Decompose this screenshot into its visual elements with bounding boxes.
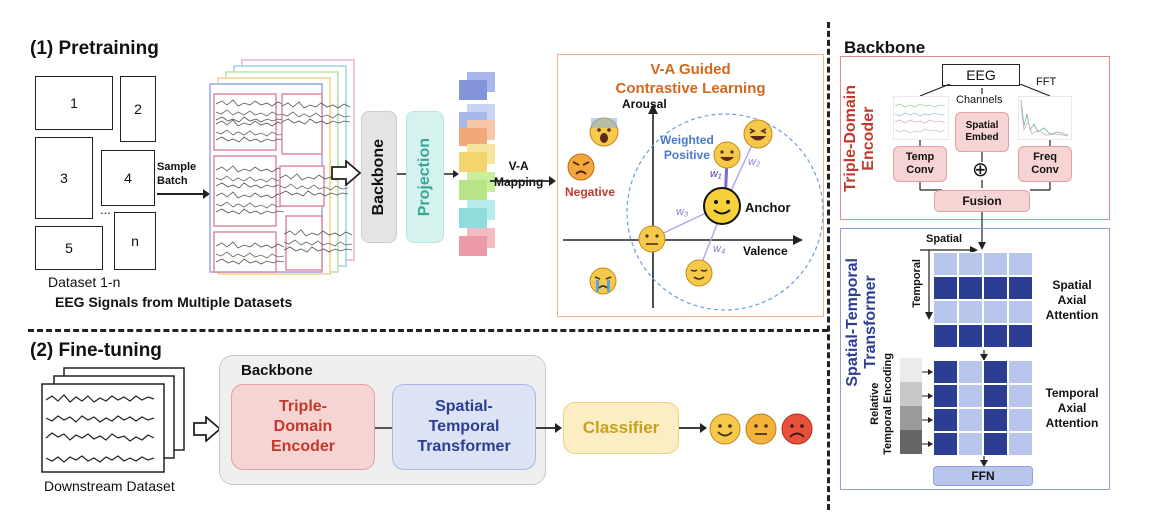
va-panel-title: V-A Guided Contrastive Learning [615,61,766,97]
weight-w2: w₂ [748,156,761,168]
frequency-domain-plot [1018,96,1072,140]
temporal-axis-label: Temporal [911,258,923,308]
temp-conv-block: Temp Conv [893,146,947,182]
va-mapping-label: V-A Mapping [494,159,544,189]
dataset-box-4: 4 [101,150,155,206]
va-mapping-arrow [490,176,556,186]
spatial-axial-attention-label: Spatial Axial Attention [1045,278,1099,322]
dataset-ellipsis: ... [100,202,111,217]
pretraining-title: (1) Pretraining [30,38,159,59]
channels-label: Channels [956,94,1003,106]
sample-batch-arrow [157,189,210,199]
sample-batch-label: Sample Batch [157,161,197,187]
pretrain-backbone-block: Backbone [361,111,397,243]
output-happy-emoji-icon [709,413,741,445]
encoder-panel-title-wrap: Triple-Domain Encoder [842,60,878,216]
relative-encoding-bars [900,358,933,454]
spatial-embed-block: Spatial Embed [955,112,1009,152]
batch-to-backbone-arrow [331,160,362,186]
classifier-block: Classifier [563,402,679,454]
encoder-to-transformer-line [375,427,393,429]
fft-label: FFT [1036,76,1057,88]
downstream-to-backbone-arrow [193,416,222,442]
downstream-dataset-label: Downstream Dataset [44,478,175,494]
temporal-attention-grid [933,360,1033,457]
backbone-panel-title: Backbone [844,38,926,57]
anchor-emoji-icon [703,187,741,225]
relieved-emoji-icon [685,259,713,287]
freq-conv-block: Freq Conv [1018,146,1072,182]
temporal-to-ffn-arrow [980,456,988,467]
spatial-to-temporal-arrow [980,350,988,361]
downstream-eeg-stack [41,367,185,473]
pretrain-backbone-label: Backbone [370,138,387,216]
dataset-box-1: 1 [35,76,113,130]
weight-w1: w₁ [710,168,722,180]
weight-w3: w₃ [676,206,689,218]
spatial-temporal-transformer-panel [840,228,1110,490]
dataset-box-n: n [114,212,156,270]
triple-domain-encoder-panel [840,56,1110,220]
finetune-transformer-block: Spatial- Temporal Transformer [392,384,536,470]
weight-w4: w₄ [713,243,726,255]
neutral-emoji-icon [638,225,666,253]
classifier-to-output-arrow [679,423,707,433]
positive-emoji-icon [713,141,741,169]
time-domain-plot [893,96,949,140]
dataset-box-3: 3 [35,137,93,219]
encoder-panel-title: Triple-Domain Encoder [842,84,877,192]
embedding-stack [459,72,495,256]
fusion-block: Fusion [934,190,1030,212]
dataset-label: Dataset 1-n [48,274,121,290]
signals-label: EEG Signals from Multiple Datasets [55,294,293,310]
section-divider-horizontal [28,329,828,332]
eeg-box: EEG [942,64,1020,86]
temporal-axial-attention-label: Temporal Axial Attention [1045,386,1099,430]
dataset-box-5: 5 [35,226,103,270]
spatial-axis-label: Spatial [926,233,963,245]
dataset-box-2: 2 [120,76,156,142]
crying-emoji-icon [589,267,617,295]
temporal-axis-arrow [925,250,933,320]
eeg-batch-stack [209,59,355,275]
laughing-emoji-icon [743,119,773,149]
relative-encoding-label-wrap: Relative Temporal Encoding [866,352,898,456]
spatial-attention-grid [933,252,1033,349]
section-divider-vertical [827,22,830,510]
arousal-label: Arousal [622,97,667,111]
fearful-emoji-icon [589,117,619,147]
transformer-to-classifier-arrow [536,423,562,433]
relative-encoding-label: Relative Temporal Encoding [869,353,894,455]
va-panel [557,54,824,317]
weighted-positive-label: Weighted Positive [660,133,714,162]
ffn-block: FFN [933,466,1033,486]
temporal-axis-label-wrap: Temporal [910,258,924,308]
output-neutral-emoji-icon [745,413,777,445]
finetune-encoder-block: Triple- Domain Encoder [231,384,375,470]
valence-label: Valence [743,244,788,258]
angry-emoji-icon [567,153,595,181]
finetune-backbone-label: Backbone [241,362,313,379]
plus-symbol: ⊕ [972,159,989,181]
backbone-to-projection-line [397,173,407,175]
projection-label: Projection [416,137,433,217]
output-sad-emoji-icon [781,413,813,445]
anchor-label: Anchor [745,200,791,215]
finetuning-title: (2) Fine-tuning [30,340,162,361]
projection-to-embeddings-arrow [444,170,459,178]
projection-block: Projection [406,111,444,243]
negative-label: Negative [565,185,616,199]
